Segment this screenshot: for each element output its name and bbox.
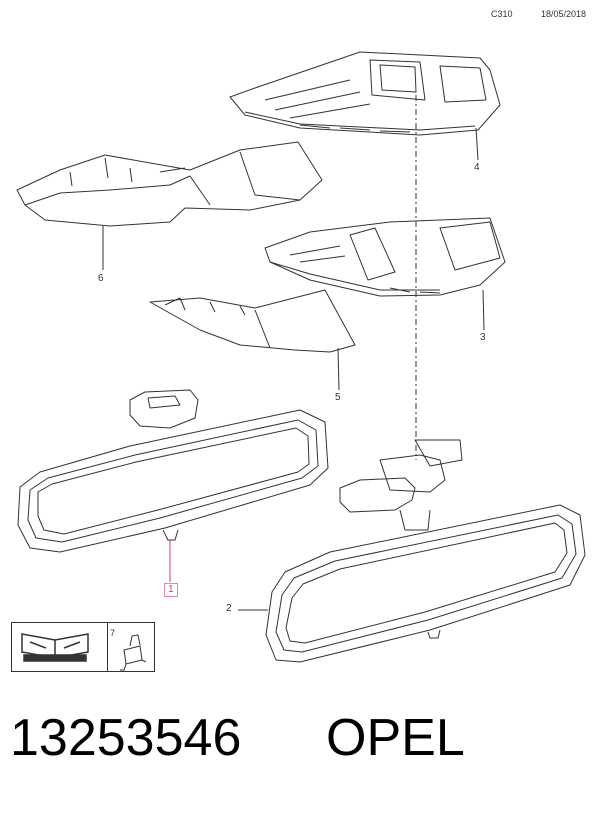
callout-2: 2 bbox=[226, 603, 232, 614]
callout-5: 5 bbox=[335, 392, 341, 403]
part-5-lower-cover bbox=[149, 289, 356, 353]
part-number: 13253546 bbox=[10, 709, 242, 767]
part-4-upper-cover bbox=[229, 51, 501, 136]
part-1-mirror-assembly bbox=[17, 389, 329, 553]
legend-box bbox=[11, 622, 155, 672]
callout-6: 6 bbox=[98, 273, 104, 284]
part-2-mirror-assembly bbox=[265, 439, 586, 663]
part-6-side-cover bbox=[16, 141, 323, 227]
brand-name: OPEL bbox=[326, 709, 465, 767]
manual-icon bbox=[21, 633, 89, 662]
callout-1: 1 bbox=[164, 583, 178, 597]
legend-divider bbox=[107, 623, 108, 671]
bulb-socket-icon bbox=[120, 634, 147, 671]
part-3-housing bbox=[264, 217, 506, 297]
diagram-code: C310 bbox=[491, 9, 513, 19]
callout-4: 4 bbox=[474, 162, 480, 173]
callout-7: 7 bbox=[110, 628, 116, 638]
exploded-parts-diagram bbox=[16, 51, 586, 671]
callout-3: 3 bbox=[480, 332, 486, 343]
diagram-date: 18/05/2018 bbox=[541, 9, 587, 19]
